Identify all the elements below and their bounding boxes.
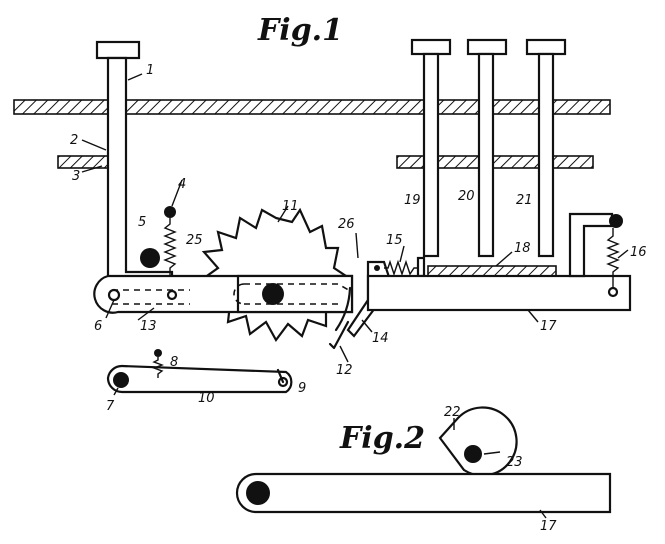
ref-17-fig2: 17 (540, 519, 557, 534)
ref-12: 12 (336, 363, 353, 378)
key-1 (95, 40, 174, 298)
ref-9: 9 (298, 381, 306, 396)
fig2-bar-17 (235, 472, 612, 514)
spring-25 (163, 218, 177, 276)
key-21 (525, 38, 567, 258)
pivot-13 (166, 289, 178, 301)
ref-15: 15 (386, 233, 403, 248)
spring-16 (606, 228, 620, 288)
pivot-7 (113, 372, 129, 388)
ref-20: 20 (458, 189, 475, 204)
key-20 (466, 38, 508, 258)
slide-bar-17 (366, 274, 632, 312)
lower-plate-left (57, 155, 115, 169)
ref-13: 13 (140, 319, 157, 334)
arc-12 (334, 286, 352, 332)
pin-8 (154, 349, 162, 357)
pivot-6 (107, 288, 121, 302)
ref-1: 1 (146, 63, 154, 78)
ref-14: 14 (372, 331, 389, 346)
plate-18 (427, 265, 557, 277)
ref-18: 18 (514, 241, 531, 256)
bracket (568, 212, 614, 278)
ref-8: 8 (170, 355, 178, 370)
leader-lines (81, 73, 629, 519)
ref-5: 5 (138, 215, 146, 230)
shaft-23 (464, 445, 482, 463)
fig1-title: Fig.1 (257, 13, 343, 48)
ref-10: 10 (198, 391, 215, 406)
spring-15 (384, 259, 418, 277)
fig2-title: Fig.2 (339, 421, 425, 456)
ref-3: 3 (72, 169, 80, 184)
ref-22: 22 (444, 405, 461, 420)
link-10 (106, 364, 293, 394)
pin-4 (164, 206, 176, 218)
ref-19: 19 (404, 193, 421, 208)
ref-16: 16 (630, 245, 647, 260)
fig2-shaft (246, 481, 270, 505)
key-19 (410, 38, 452, 258)
ref-4: 4 (178, 177, 186, 192)
upper-plate (13, 99, 611, 115)
ref-21: 21 (516, 193, 533, 208)
ref-2: 2 (70, 133, 78, 148)
ref-17: 17 (540, 319, 557, 334)
stop-5 (140, 248, 160, 268)
ref-26: 26 (338, 217, 355, 232)
shaft-26 (262, 283, 284, 305)
ref-11: 11 (282, 199, 299, 214)
ref-23: 23 (506, 455, 523, 470)
ref-25: 25 (186, 233, 203, 248)
ref-7: 7 (106, 399, 115, 414)
ref-6: 6 (94, 319, 102, 334)
